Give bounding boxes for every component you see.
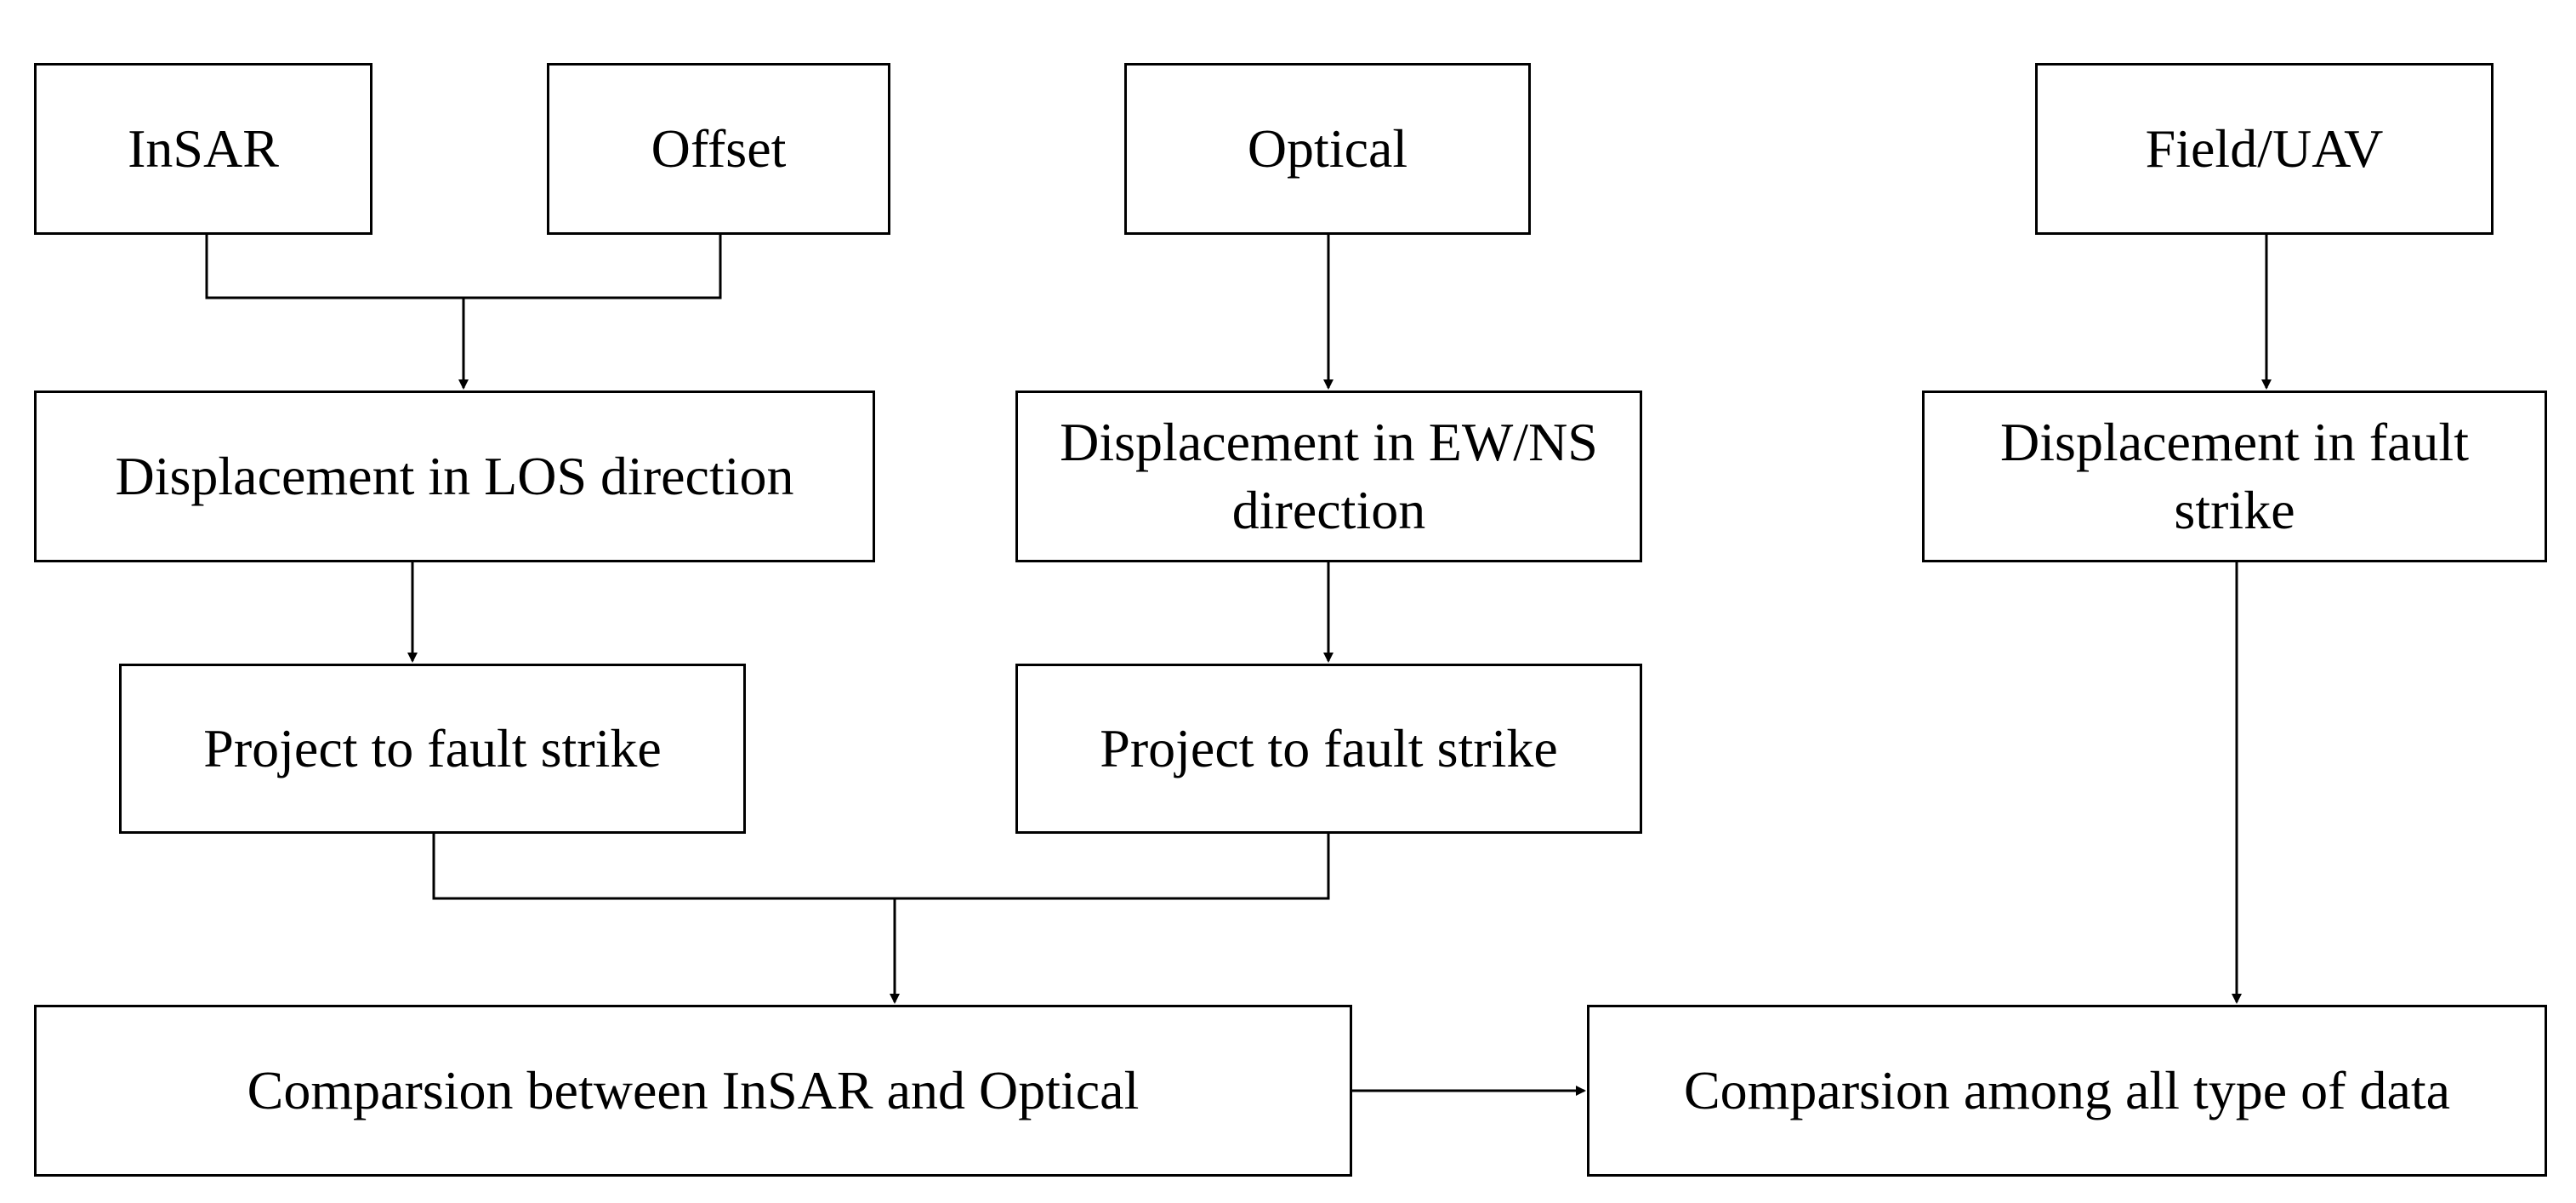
fault-strike-displacement-label: Displacement in fault strike	[2000, 412, 2469, 540]
insar-label: InSAR	[128, 118, 279, 179]
all-data-comparison-box: Comparsion among all type of data	[1587, 1005, 2547, 1177]
left-projection-box: Project to fault strike	[119, 664, 746, 834]
ewns-displacement-label: Displacement in EW/NS direction	[1060, 412, 1598, 540]
right-projection-box: Project to fault strike	[1015, 664, 1642, 834]
optical-source-box: Optical	[1124, 63, 1531, 235]
optical-label: Optical	[1247, 118, 1408, 179]
projection-merge-connector	[432, 834, 1330, 900]
insar-source-box: InSAR	[34, 63, 372, 235]
insar-offset-merge-connector	[205, 235, 722, 299]
insar-optical-comparison-label: Comparsion between InSAR and Optical	[247, 1060, 1140, 1120]
fault-strike-displacement-box: Displacement in fault strike	[1922, 391, 2547, 562]
all-data-comparison-label: Comparsion among all type of data	[1683, 1060, 2451, 1120]
right-projection-label: Project to fault strike	[1100, 718, 1558, 778]
ewns-displacement-box: Displacement in EW/NS direction	[1015, 391, 1642, 562]
los-displacement-box: Displacement in LOS direction	[34, 391, 875, 562]
field-uav-label: Field/UAV	[2145, 118, 2384, 179]
los-displacement-label: Displacement in LOS direction	[115, 446, 794, 506]
left-projection-label: Project to fault strike	[203, 718, 662, 778]
insar-optical-comparison-box: Comparsion between InSAR and Optical	[34, 1005, 1352, 1177]
offset-label: Offset	[651, 118, 787, 179]
offset-source-box: Offset	[547, 63, 890, 235]
field-uav-source-box: Field/UAV	[2035, 63, 2494, 235]
